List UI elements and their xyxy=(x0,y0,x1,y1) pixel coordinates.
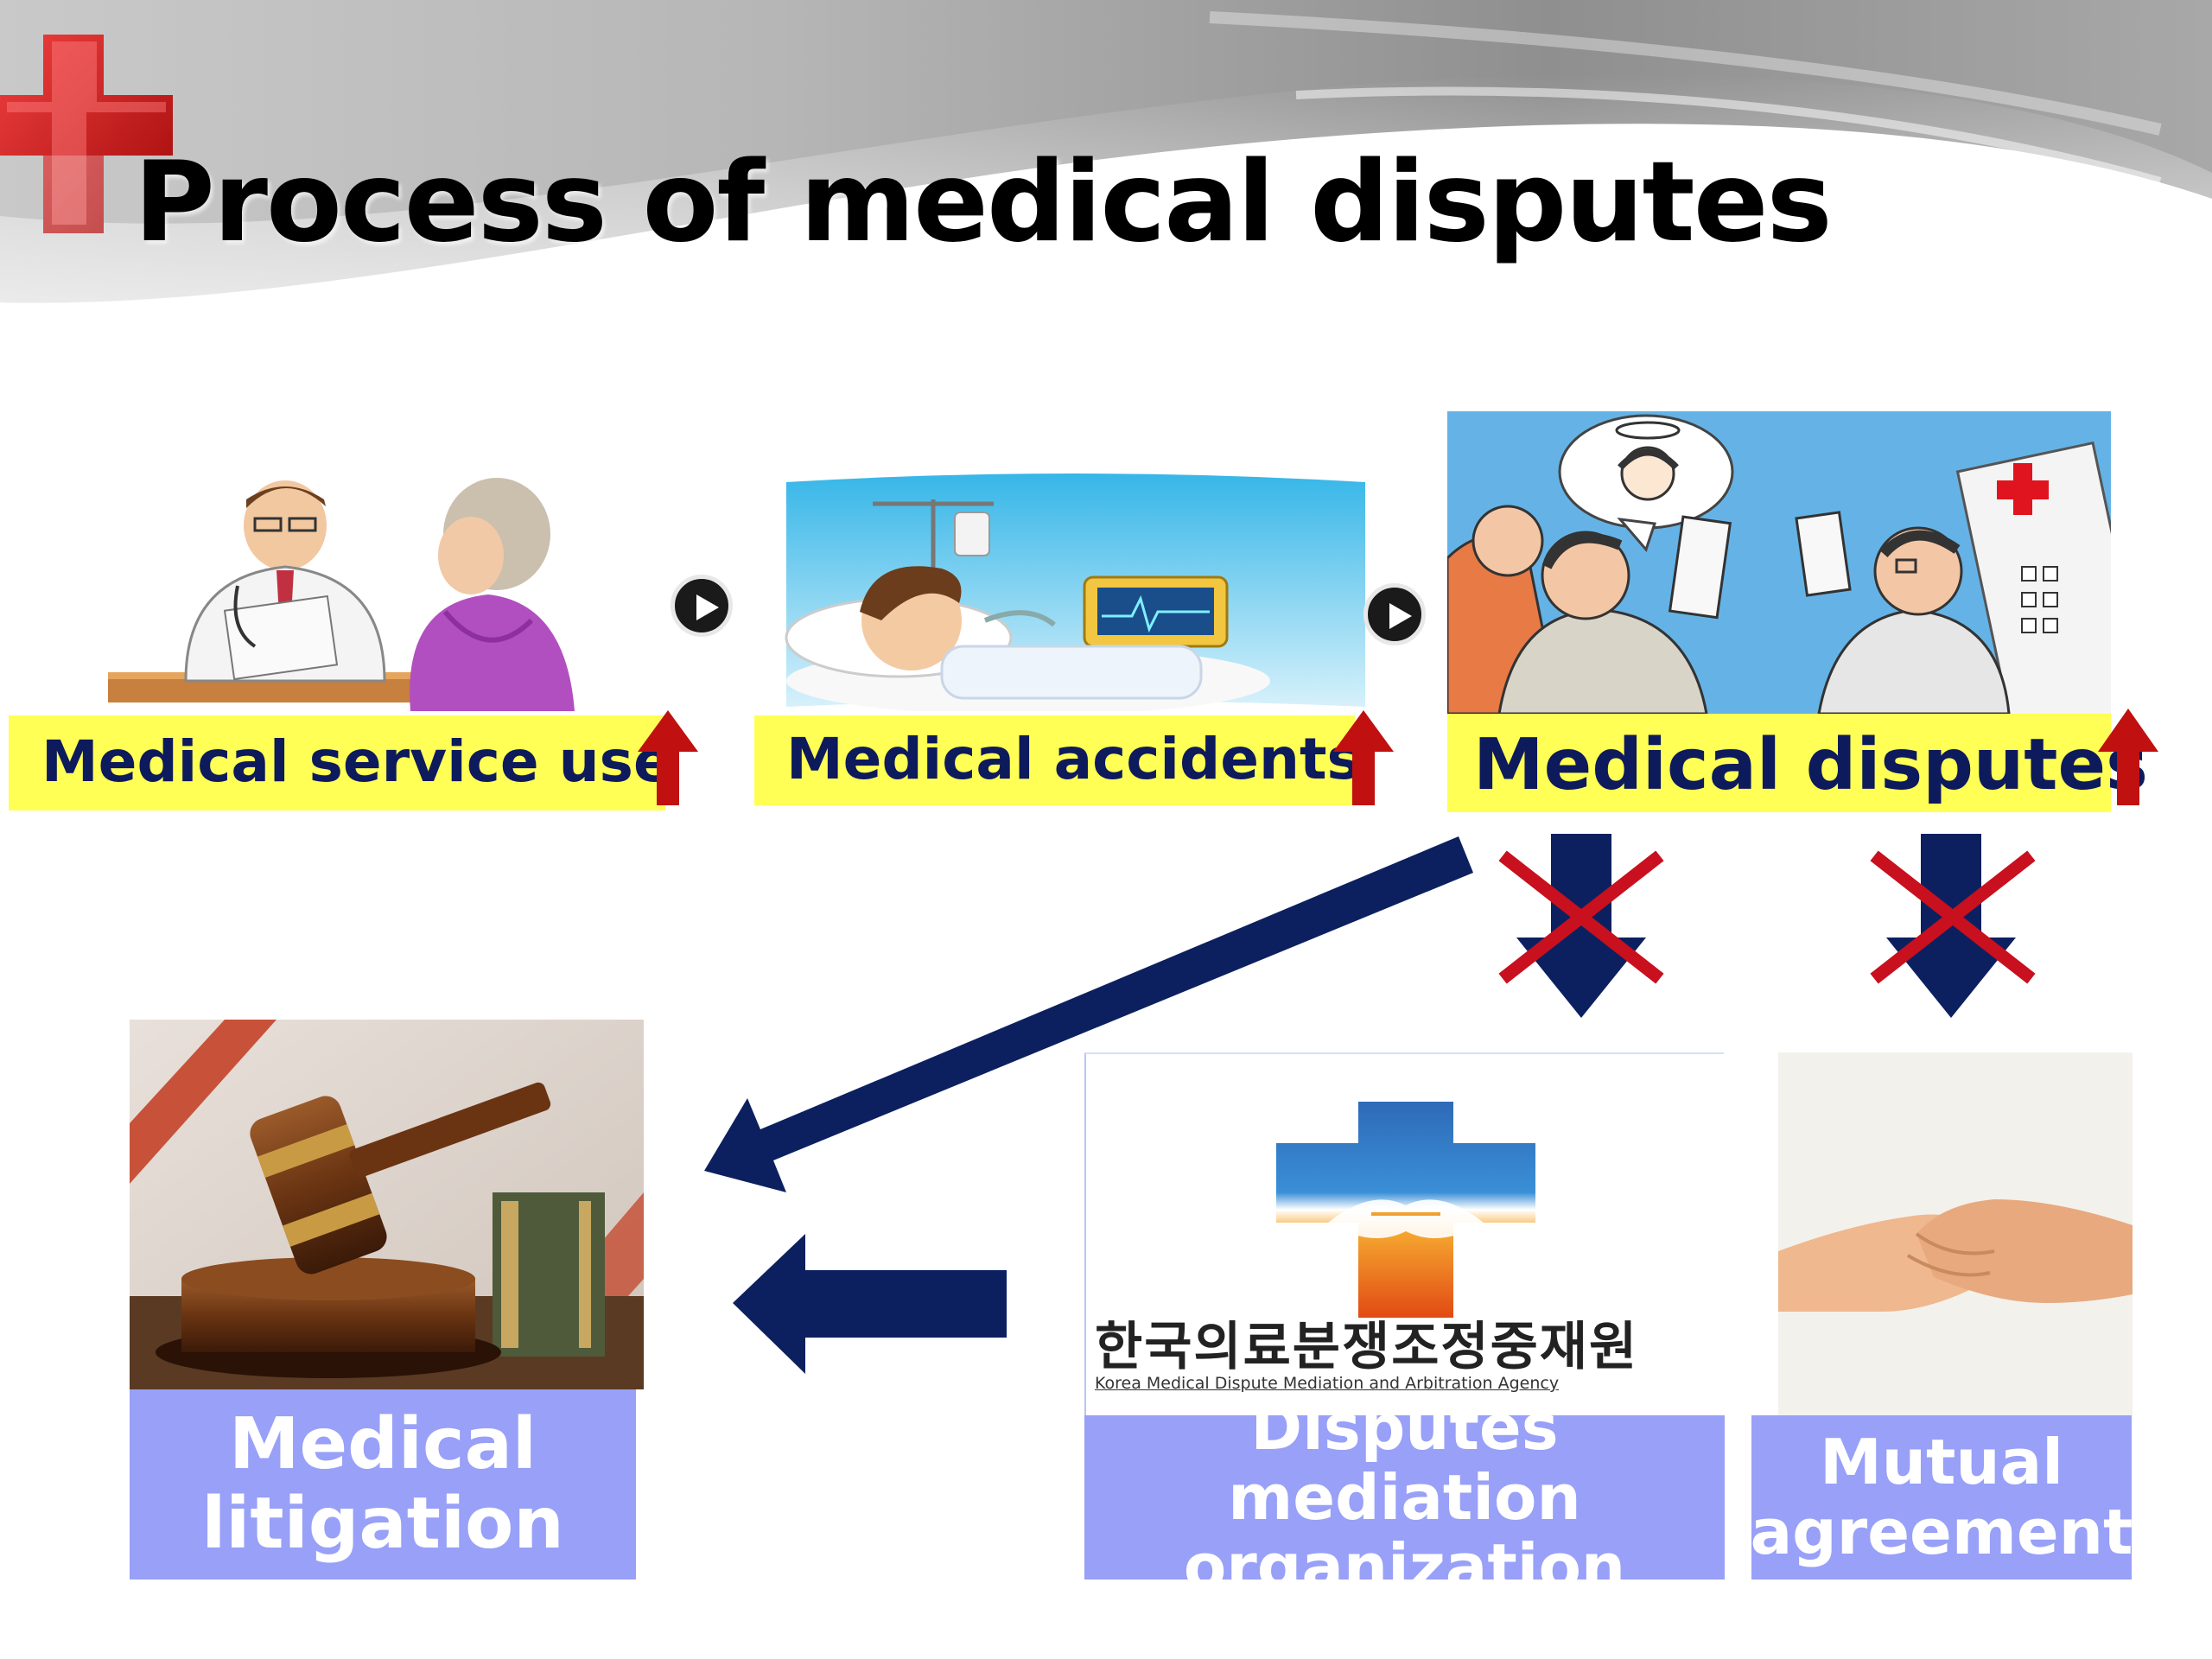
red-cross-logo xyxy=(0,35,173,233)
doctor-patient-illustration xyxy=(82,474,635,711)
agency-korean-name: 한국의료분쟁조정중재원 xyxy=(1095,1317,1639,1377)
slide-title: Process of medical disputes xyxy=(134,138,1833,267)
outcome-label-disputes-mediation: Disputes mediation organization xyxy=(1084,1393,1725,1601)
play-arrow-icon xyxy=(1363,583,1426,645)
header-banner xyxy=(0,0,2212,303)
dispute-to-mediation-arrow xyxy=(1516,834,1646,1018)
increase-arrow-icon xyxy=(2098,709,2158,805)
blocked-cross-icon xyxy=(1870,850,2036,984)
dispute-to-litigation-arrow xyxy=(704,836,1473,1192)
outcome-label-line: litigation xyxy=(201,1483,564,1565)
outcome-label-line: organization xyxy=(1183,1530,1626,1604)
increase-arrow-icon xyxy=(1333,710,1394,805)
outcome-label-line: Disputes mediation xyxy=(1228,1391,1581,1534)
agency-english-name: Korea Medical Dispute Mediation and Arbi… xyxy=(1095,1374,1560,1393)
outcome-label-line: Medical xyxy=(228,1403,537,1486)
stage-label-medical-accidents: Medical accidents xyxy=(786,726,1361,792)
outcome-label-mutual-agreement: Mutual agreement xyxy=(1750,1415,2133,1580)
mediation-agency-logo-panel: 한국의료분쟁조정중재원 Korea Medical Dispute Mediat… xyxy=(1084,1052,1724,1417)
stage-label-medical-disputes: Medical disputes xyxy=(1473,724,2148,806)
outcome-label-line: Mutual xyxy=(1820,1426,2063,1499)
stage-highlight-3 xyxy=(1447,714,2111,812)
hospital-patient-illustration xyxy=(769,474,1374,711)
increase-arrow-icon xyxy=(638,710,698,805)
blocked-cross-icon xyxy=(1498,850,1664,984)
outcome-label-line: agreement xyxy=(1750,1496,2133,1568)
gavel-photo xyxy=(130,1020,644,1389)
outcome-label-medical-litigation: Medical litigation xyxy=(130,1389,636,1580)
agency-logo-icon xyxy=(1276,1102,1535,1318)
dispute-illustration xyxy=(1447,411,2111,714)
stage-highlight-2 xyxy=(754,715,1355,805)
stage-label-medical-service-use: Medical service use xyxy=(41,728,672,795)
stage-highlight-1 xyxy=(9,715,665,810)
mediation-to-litigation-arrow xyxy=(733,1234,1007,1374)
play-arrow-icon xyxy=(671,575,733,637)
handshake-photo xyxy=(1778,1052,2133,1415)
